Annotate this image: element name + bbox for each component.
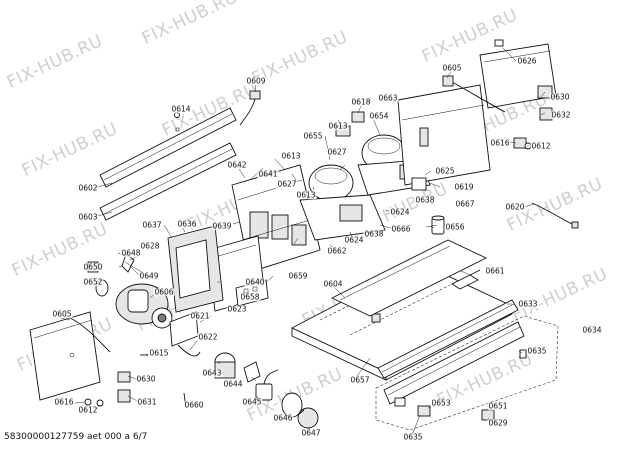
part-number-label: 0653	[430, 398, 452, 408]
part-number-label: 0613	[295, 190, 317, 200]
part-number-label: 0646	[272, 413, 294, 423]
drawing-reference-footer: 58300000127759 aet 000 a 6/7	[4, 432, 148, 442]
cable-right	[531, 202, 579, 229]
capacitor-assembly	[214, 352, 261, 383]
part-number-label: 0658	[239, 292, 261, 302]
part-number-label: 0642	[226, 160, 248, 170]
part-number-label: 0618	[350, 97, 372, 107]
part-number-label: 0638	[363, 229, 385, 239]
part-number-label: 0619	[453, 182, 475, 192]
part-number-label: 0651	[487, 401, 509, 411]
part-number-label: 0622	[197, 332, 219, 342]
part-number-label: 0667	[454, 199, 476, 209]
part-number-label: 0654	[368, 111, 390, 121]
hinge-right	[513, 137, 532, 150]
part-number-label: 0634	[581, 325, 603, 335]
side-panel-left	[29, 311, 111, 401]
hinge-left	[84, 371, 131, 407]
part-number-label: 0655	[302, 131, 324, 141]
part-number-label: 0609	[245, 76, 267, 86]
part-number-label: 0628	[139, 241, 161, 251]
part-number-label: 0659	[287, 271, 309, 281]
part-number-label: 0602	[77, 183, 99, 193]
part-number-label: 0626	[516, 56, 538, 66]
part-number-label: 0661	[484, 266, 506, 276]
overload-protector	[281, 392, 319, 429]
part-number-label: 0636	[176, 219, 198, 229]
part-number-label: 0616	[53, 397, 75, 407]
trim-strip-lower	[99, 142, 237, 221]
part-number-label: 0660	[183, 400, 205, 410]
part-number-label: 0656	[444, 222, 466, 232]
part-number-label: 0666	[390, 224, 412, 234]
relay-panel	[167, 225, 224, 313]
floor-plate	[330, 239, 488, 317]
part-number-label: 0639	[211, 221, 233, 231]
part-number-label: 0603	[77, 212, 99, 222]
part-number-label: 0648	[120, 248, 142, 258]
part-number-label: 0662	[326, 246, 348, 256]
part-number-label: 0663	[377, 93, 399, 103]
part-number-label: 0647	[300, 428, 322, 438]
part-number-label: 0604	[322, 279, 344, 289]
part-number-label: 0624	[389, 207, 411, 217]
part-number-label: 0620	[504, 202, 526, 212]
part-number-label: 0631	[136, 397, 158, 407]
screw-small	[174, 112, 180, 118]
part-number-label: 0613	[280, 151, 302, 161]
part-number-label: 0624	[343, 235, 365, 245]
part-number-label: 0625	[434, 166, 456, 176]
part-number-label: 0637	[141, 220, 163, 230]
part-number-label: 0630	[549, 92, 571, 102]
part-number-label: 0650	[82, 262, 104, 272]
part-number-label: 0649	[138, 271, 160, 281]
part-number-label: 0616	[489, 138, 511, 148]
part-number-label: 0615	[148, 348, 170, 358]
power-cord-plug	[239, 90, 261, 126]
part-number-label: 0638	[414, 195, 436, 205]
part-number-label: 0633	[517, 299, 539, 309]
back-panel-right	[397, 84, 491, 186]
part-number-label: 0630	[135, 374, 157, 384]
part-number-label: 0613	[327, 121, 349, 131]
part-number-label: 0612	[77, 405, 99, 415]
part-number-label: 0612	[530, 141, 552, 151]
part-number-label: 0614	[170, 104, 192, 114]
drawer-rail-upper	[377, 299, 519, 379]
part-number-label: 0641	[257, 169, 279, 179]
sensor-block	[335, 111, 427, 191]
part-number-label: 0606	[153, 287, 175, 297]
part-number-label: 0627	[326, 147, 348, 157]
part-number-label: 0635	[402, 432, 424, 442]
trim-strip-upper	[99, 107, 237, 188]
part-number-label: 0632	[550, 110, 572, 120]
part-number-label: 0657	[349, 375, 371, 385]
part-number-label: 0605	[51, 309, 73, 319]
part-number-label: 0621	[189, 311, 211, 321]
part-number-label: 0635	[526, 346, 548, 356]
part-number-label: 0629	[487, 418, 509, 428]
part-number-label: 0645	[241, 397, 263, 407]
capacitor-small	[431, 215, 445, 235]
compressor-left	[299, 164, 386, 241]
part-number-label: 0640	[244, 277, 266, 287]
part-number-label: 0623	[226, 304, 248, 314]
part-number-label: 0605	[441, 63, 463, 73]
part-number-label: 0652	[82, 277, 104, 287]
rail-bar	[451, 269, 481, 290]
drawer-rail-lower	[383, 321, 525, 407]
drawer-bracket-parts	[417, 349, 527, 421]
part-number-label: 0643	[201, 368, 223, 378]
part-number-label: 0644	[222, 379, 244, 389]
part-number-label: 0627	[276, 179, 298, 189]
start-relay	[255, 369, 279, 401]
